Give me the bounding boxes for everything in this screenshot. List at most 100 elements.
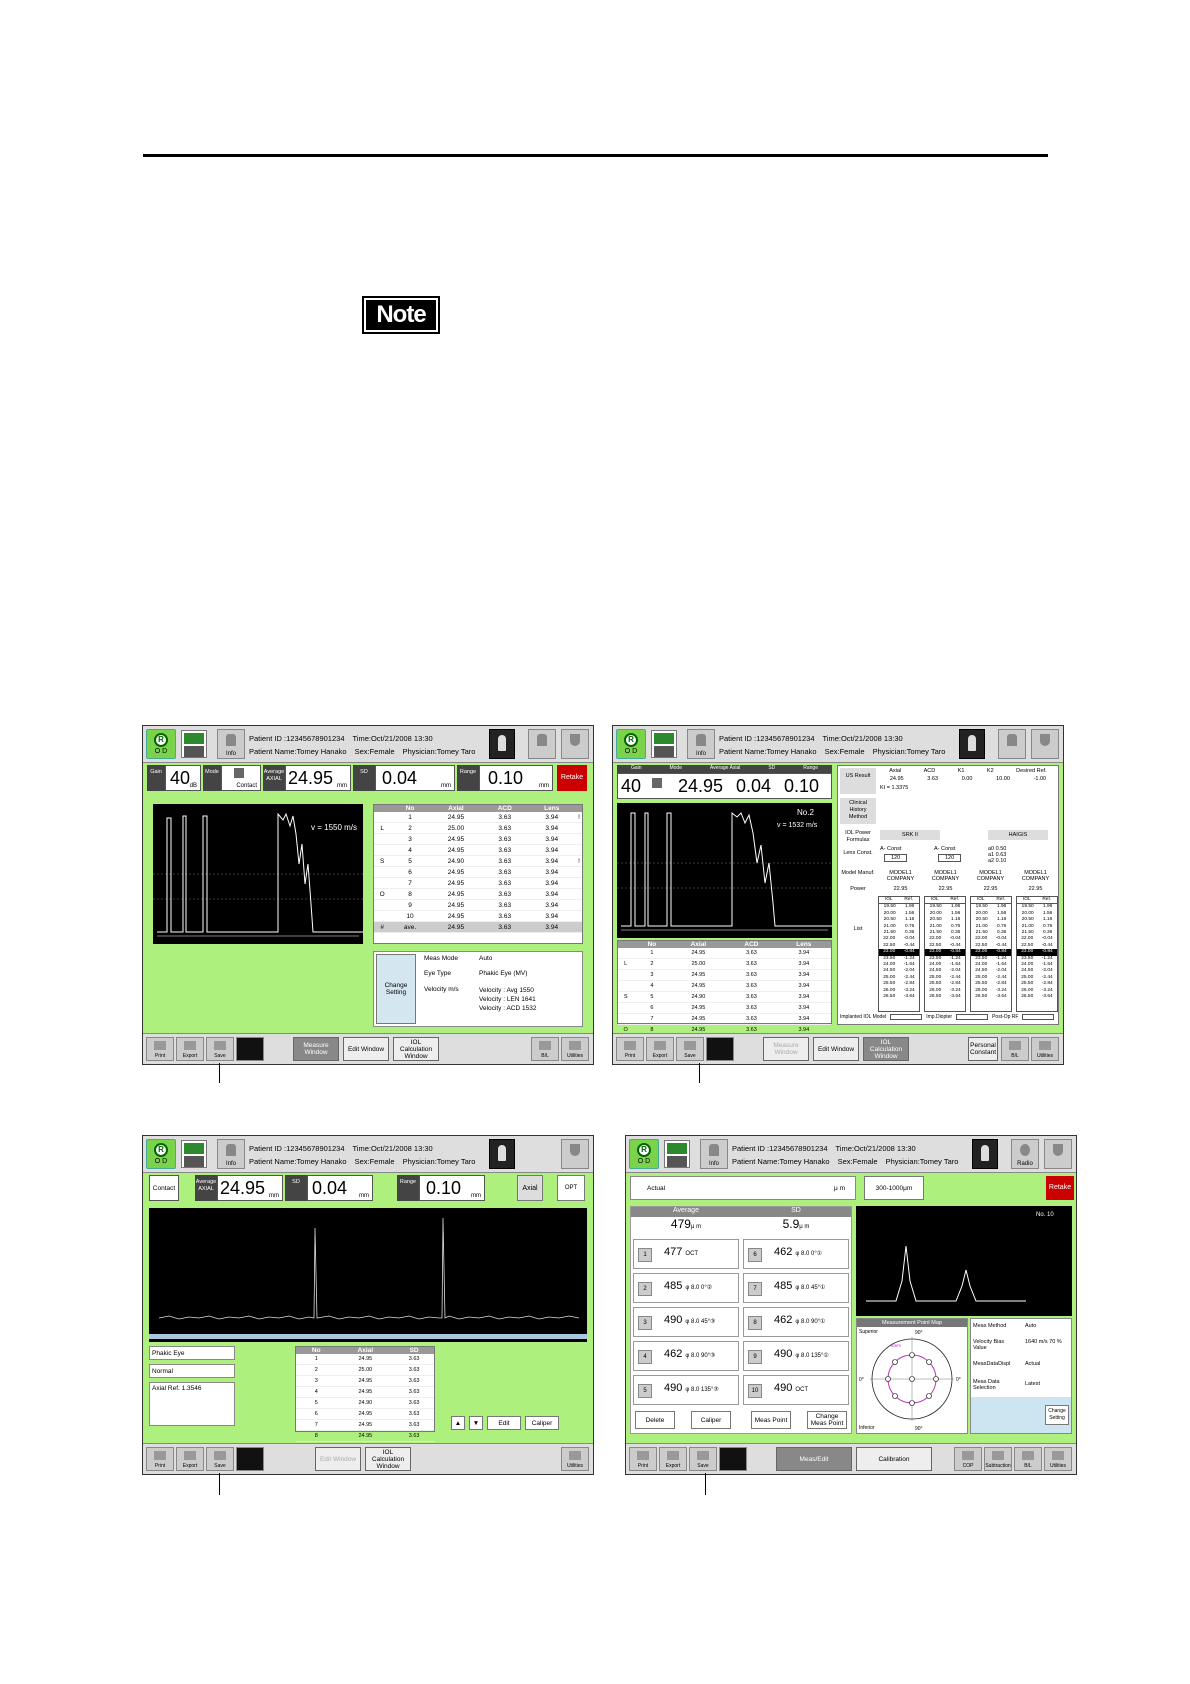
list-item[interactable]: 24.00-1.64 [883,962,915,968]
list-item[interactable]: 26.00-3.24 [975,987,1007,993]
list-item[interactable]: 23.00-0.84 [971,949,1011,956]
tab-iol-calculation[interactable]: IOL Calculation Window [393,1037,439,1061]
person-icon[interactable] [959,729,985,759]
caliper-button[interactable]: Caliper [525,1416,559,1430]
tab-edit-window[interactable]: Edit Window [343,1037,389,1061]
tab-meas-edit[interactable]: Meas/Edit [776,1447,852,1471]
formula-select[interactable]: SRK II [880,830,940,840]
person-icon[interactable] [489,1139,515,1169]
axial-mode-button[interactable] [998,729,1026,759]
normal-field[interactable]: Normal [149,1364,235,1378]
list-item[interactable]: 22.50-0.44 [975,942,1007,948]
list-item[interactable]: 23.50-1.24 [929,955,961,961]
tab-iol-calculation[interactable]: IOL Calculation Window [365,1447,411,1471]
save-button[interactable]: Save [206,1447,234,1471]
aconst-input-2[interactable]: 120 [938,854,962,862]
list-item[interactable]: 26.50-3.64 [929,994,961,1000]
list-item[interactable]: 22.50-0.44 [929,942,961,948]
info-button[interactable]: Info [217,729,245,759]
tab-measure-window[interactable]: Measure Window [763,1037,809,1061]
list-item[interactable]: 26.00-3.24 [1021,987,1053,993]
usb-save-icon[interactable] [236,1447,264,1471]
save-button[interactable]: Save [206,1037,234,1061]
bl-button[interactable]: B/L [1001,1037,1029,1061]
list-item[interactable]: 23.50-1.24 [975,955,1007,961]
range-select-button[interactable]: 300-1000μm [864,1176,924,1200]
list-item[interactable]: 22.50-0.44 [883,942,915,948]
print-button[interactable]: Print [146,1037,174,1061]
usb-save-icon[interactable] [706,1037,734,1061]
list-item[interactable]: 24.00-1.64 [929,962,961,968]
list-item[interactable]: 26.50-3.64 [883,994,915,1000]
person-icon[interactable] [972,1139,998,1169]
list-item[interactable]: 23.00-0.84 [879,949,919,956]
retake-button[interactable]: Retake [1046,1176,1074,1200]
down-arrow-icon[interactable]: ▼ [469,1416,483,1430]
list-item[interactable]: 23.50-1.24 [883,955,915,961]
utilities-button[interactable]: Utilities [1044,1447,1072,1471]
export-button[interactable]: Export [176,1037,204,1061]
subtraction-button[interactable]: Subtraction [984,1447,1012,1471]
utilities-button[interactable]: Utilities [561,1037,589,1061]
tab-edit-window[interactable]: Edit Window [813,1037,859,1061]
info-button[interactable]: Info [687,729,715,759]
export-button[interactable]: Export [646,1037,674,1061]
save-button[interactable]: Save [676,1037,704,1061]
eye-od-button[interactable] [561,729,589,759]
list-item[interactable]: 22.00-0.04 [975,936,1007,942]
mode-box[interactable]: Contact [221,765,261,791]
list-item[interactable]: 22.00-0.04 [929,936,961,942]
usb-save-icon[interactable] [719,1447,747,1471]
radio-button[interactable]: Radio [1011,1139,1039,1169]
list-item[interactable]: 26.50-3.64 [1021,994,1053,1000]
list-item[interactable]: 22.00-0.04 [883,936,915,942]
eye-od-button[interactable] [1031,729,1059,759]
bl-button[interactable]: B/L [531,1037,559,1061]
meas-point-button[interactable]: Meas Point [751,1411,791,1429]
delete-button[interactable]: Delete [635,1411,675,1429]
edit-button[interactable]: Edit [487,1416,521,1430]
list-item[interactable]: 24.50-2.04 [929,968,961,974]
list-item[interactable]: 25.00-2.44 [1021,974,1053,980]
list-item[interactable]: 24.00-1.64 [975,962,1007,968]
list-item[interactable]: 24.50-2.04 [883,968,915,974]
us-result-button[interactable]: US Result [840,768,876,794]
list-item[interactable]: 25.50-2.84 [1021,981,1053,987]
list-item[interactable]: 25.50-2.84 [883,981,915,987]
list-item[interactable]: 24.00-1.64 [1021,962,1053,968]
tab-edit-window[interactable]: Edit Window [315,1447,361,1471]
opt-button[interactable]: OPT [557,1175,585,1201]
person-icon[interactable] [489,729,515,759]
list-item[interactable]: 25.50-2.84 [929,981,961,987]
utilities-button[interactable]: Utilities [561,1447,589,1471]
